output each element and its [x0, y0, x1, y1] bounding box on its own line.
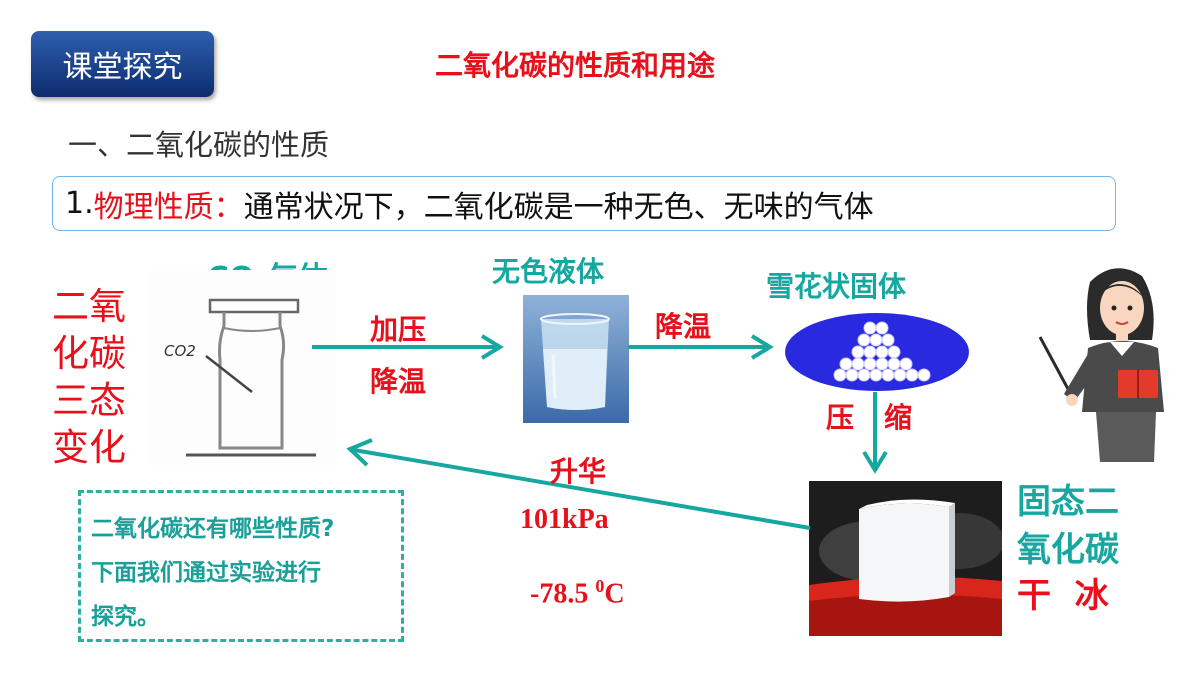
arrow-sublimation — [346, 438, 811, 530]
gas-jar-image: CO2 — [148, 270, 336, 466]
question-line: 探究。 — [91, 604, 160, 630]
side-title-line: 二氧 — [52, 285, 126, 328]
sublimation-label: 升华 — [550, 455, 607, 488]
snowflake-solid-image — [785, 313, 969, 391]
dry-ice-line-2: 氧化碳 — [1017, 530, 1119, 570]
dry-ice-line-1: 固态二 — [1017, 482, 1119, 522]
physical-property-box: 1.物理性质：通常状况下，二氧化碳是一种无色、无味的气体 — [52, 176, 1116, 231]
liquid-beaker-image — [523, 295, 629, 423]
question-line: 二氧化碳还有哪些性质? — [91, 516, 335, 542]
three-states-title: 二氧 化碳 三态 变化 — [46, 283, 132, 471]
property-number: 1. — [65, 186, 94, 221]
side-title-line: 三态 — [52, 379, 126, 422]
temperature-superscript: 0 — [595, 576, 605, 596]
arrow-gas-to-liquid — [312, 334, 504, 360]
cool-label: 降温 — [370, 365, 427, 398]
temperature-unit: C — [604, 578, 625, 610]
slide-title: 二氧化碳的性质和用途 — [434, 49, 715, 82]
side-title-line: 变化 — [52, 426, 126, 469]
arrow-liquid-to-solid — [628, 334, 774, 360]
section-heading: 一、二氧化碳的性质 — [68, 128, 330, 162]
compress-label-1: 压 — [826, 401, 855, 434]
lesson-badge: 课堂探究 — [31, 31, 214, 97]
property-label: 物理性质： — [93, 189, 244, 225]
side-title-line: 化碳 — [52, 332, 126, 375]
arrow-compress — [862, 392, 888, 474]
question-box: 二氧化碳还有哪些性质? 下面我们通过实验进行 探究。 — [78, 490, 404, 642]
solid-state-label: 雪花状固体 — [766, 270, 907, 303]
property-text: 通常状况下，二氧化碳是一种无色、无味的气体 — [243, 189, 874, 225]
question-line: 下面我们通过实验进行 — [91, 560, 321, 586]
dry-ice-image — [809, 481, 1002, 636]
compress-label-2: 缩 — [884, 401, 913, 434]
pressure-condition: 101kPa — [520, 504, 609, 535]
teacher-illustration — [1038, 268, 1164, 462]
pressurize-label: 加压 — [370, 313, 427, 346]
temperature-value: -78.5 — [530, 578, 596, 610]
dry-ice-name: 干 冰 — [1017, 576, 1109, 616]
liquid-state-label: 无色液体 — [492, 255, 605, 288]
cool-label-2: 降温 — [655, 310, 712, 343]
temperature-condition: -78.5 0C — [516, 544, 625, 610]
jar-co2-label: CO2 — [164, 342, 196, 360]
